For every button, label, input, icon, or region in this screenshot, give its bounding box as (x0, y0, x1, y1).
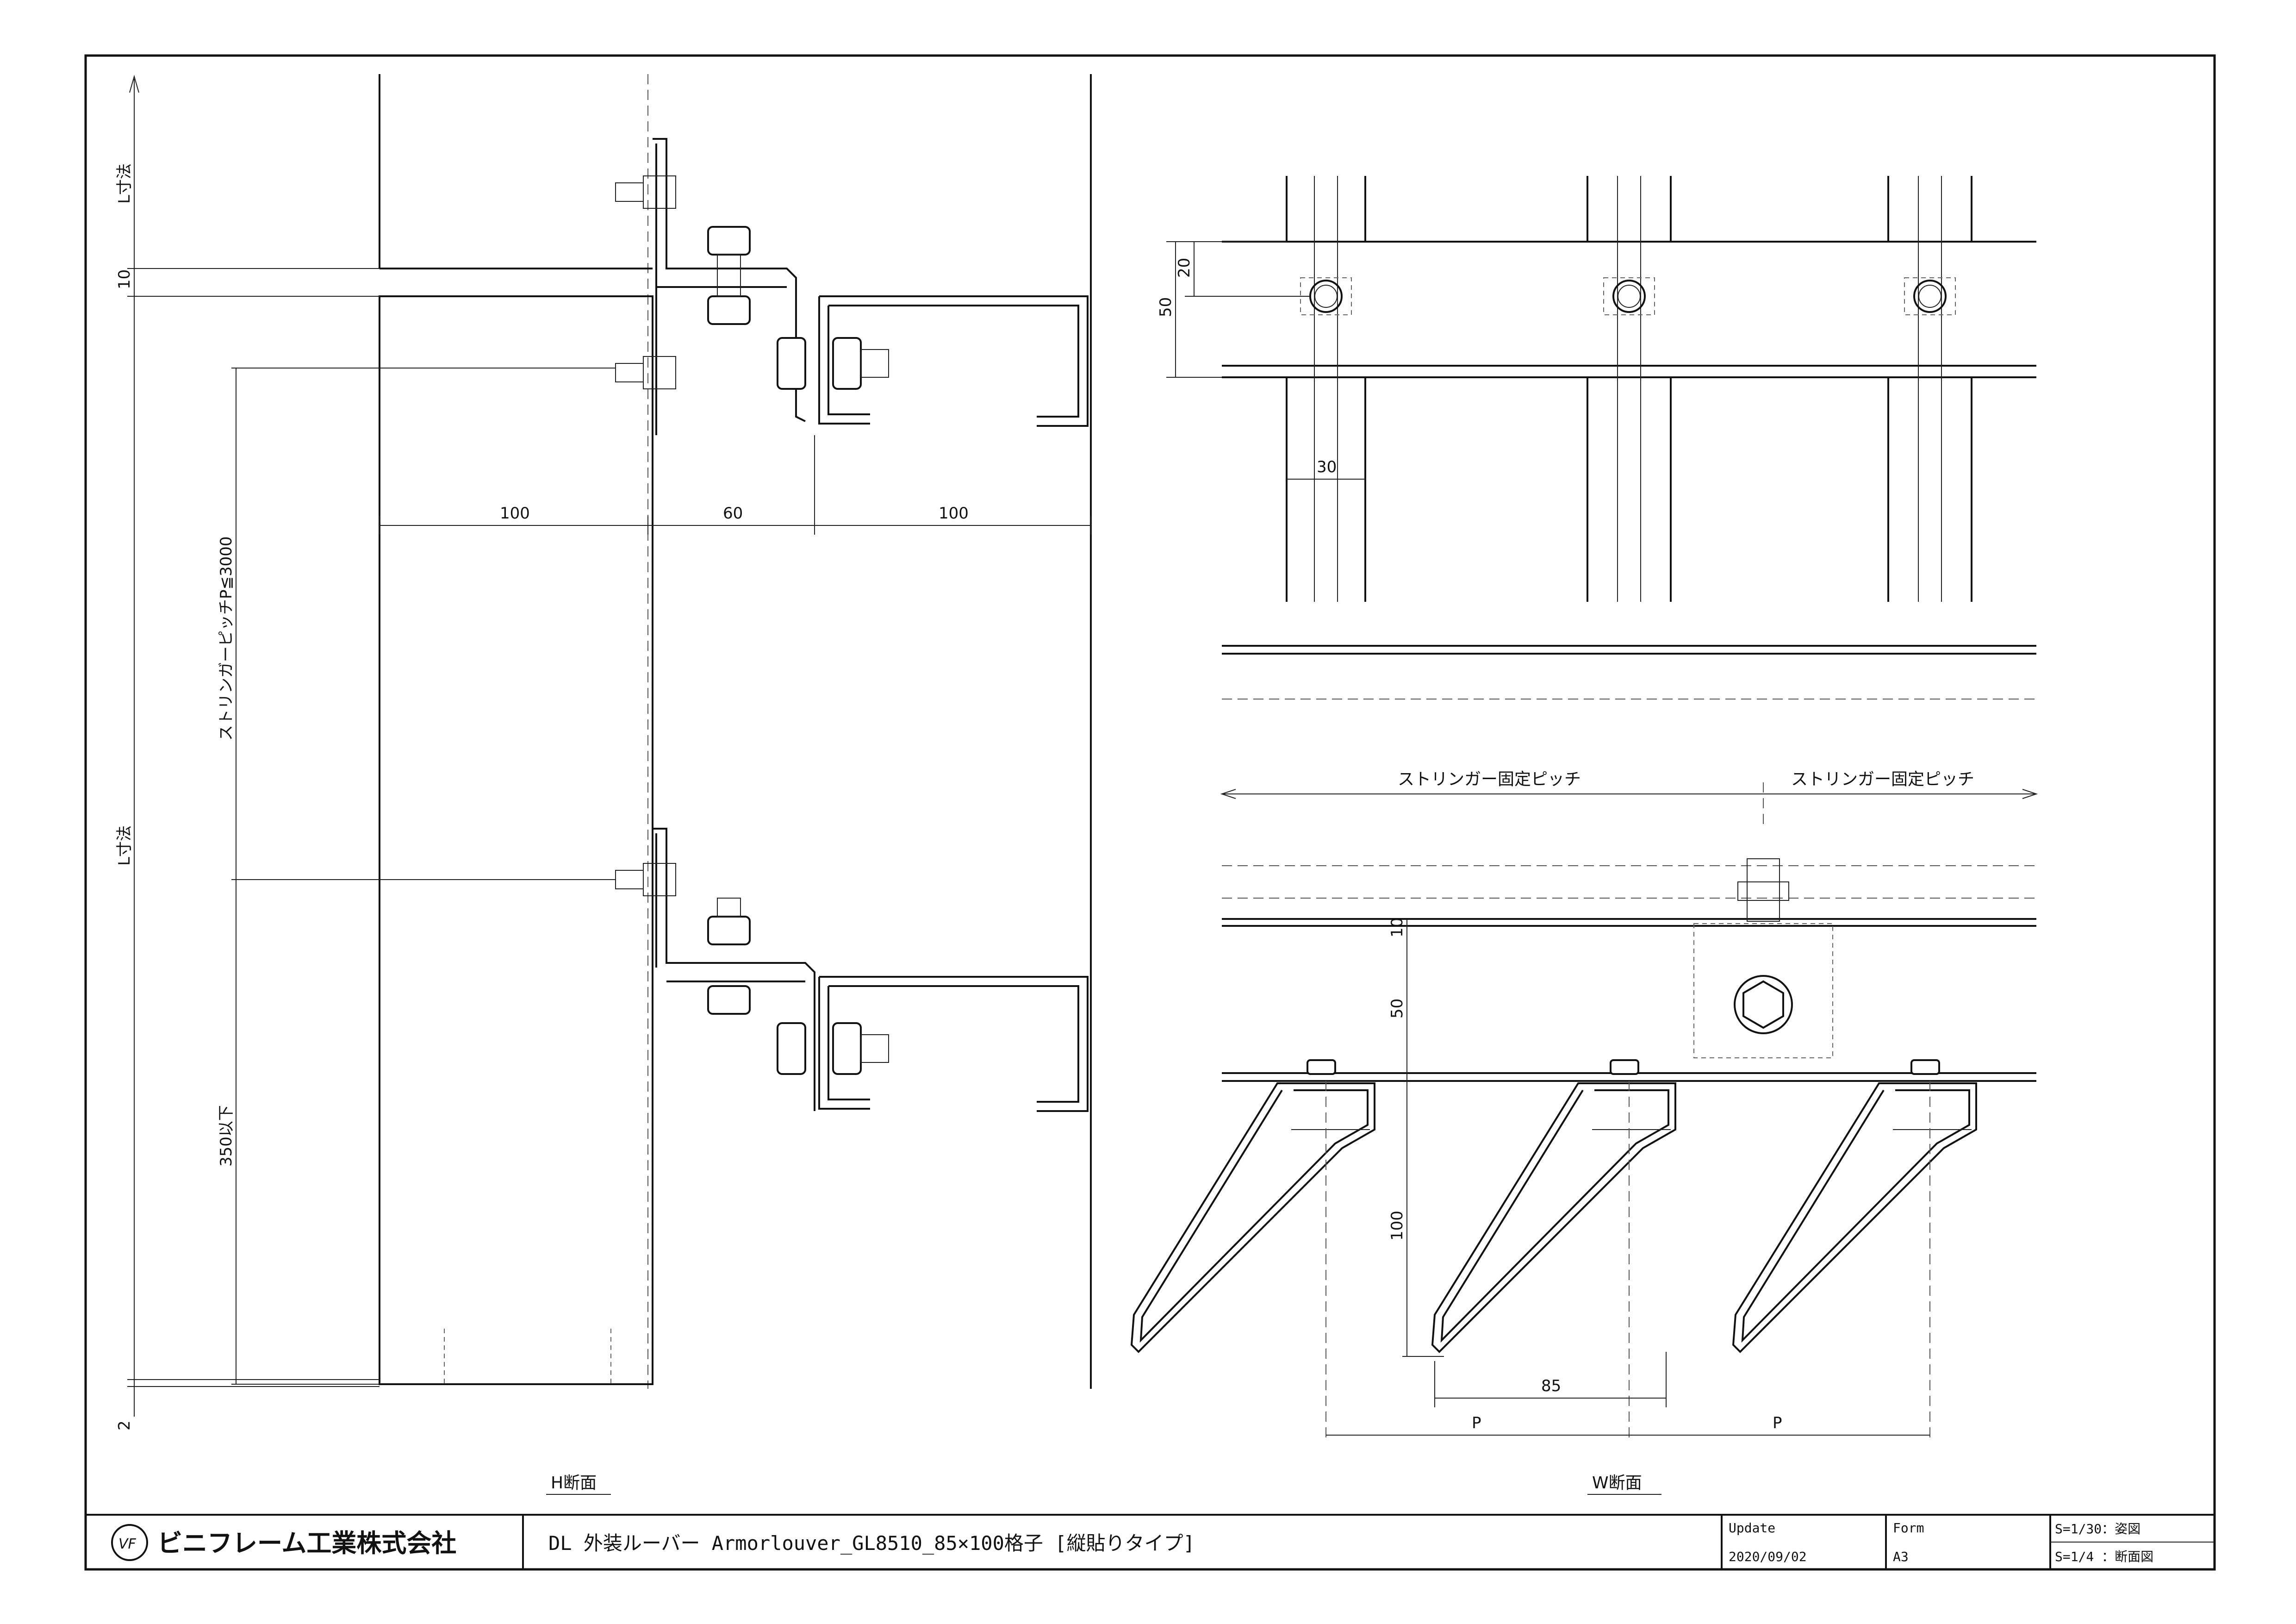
dim-w-50a: 50 (1157, 297, 1175, 317)
form-value: A3 (1893, 1549, 1909, 1564)
scale-posture: S=1/30：姿図 (2055, 1521, 2140, 1537)
dim-w-10: 10 (1388, 918, 1406, 937)
drawing-title: DL 外装ルーバー Armorlouver_GL8510_85×100格子 [縦… (548, 1532, 1195, 1555)
dim-h-l2: L寸法 (115, 825, 134, 866)
w-pitch-label-right: ストリンガー固定ピッチ (1791, 770, 1974, 789)
company-name: ビニフレーム工業株式会社 (157, 1529, 456, 1558)
dim-h-2: 2 (115, 1420, 134, 1430)
h-section-view: L寸法 10 ストリンガーピッチP≦3000 L寸法 350以下 2 100 6… (115, 74, 1092, 1495)
w-section-label: W断面 (1592, 1474, 1642, 1493)
louver-blade-1 (1130, 1059, 1375, 1440)
dim-w-30: 30 (1317, 458, 1337, 476)
dim-h-100b: 100 (939, 504, 969, 523)
h-section-label: H断面 (551, 1474, 597, 1493)
dim-w-100: 100 (1388, 1211, 1406, 1241)
drawing-frame (84, 54, 2216, 1571)
title-block: VF ビニフレーム工業株式会社 DL 外装ルーバー Armorlouver_GL… (111, 1515, 2215, 1569)
company-logo-icon (111, 1524, 148, 1561)
dim-h-10: 10 (115, 269, 134, 289)
dim-h-350: 350以下 (217, 1105, 236, 1167)
dim-h-l1: L寸法 (115, 163, 134, 204)
dim-w-85: 85 (1541, 1377, 1561, 1395)
dim-w-p2: P (1773, 1414, 1782, 1432)
louver-blade-2 (1431, 1059, 1676, 1440)
update-label: Update (1729, 1520, 1775, 1536)
w-section-louver-view: 10 50 100 85 P P ストリンガー固定ピッチ ストリンガー固定ピッチ… (1130, 645, 2038, 1495)
louver-blade-3 (1732, 1059, 1977, 1440)
dim-w-20: 20 (1175, 258, 1194, 278)
dim-h-pitch: ストリンガーピッチP≦3000 (217, 536, 236, 741)
upper-bracket-assembly (615, 138, 1089, 435)
company-logo-mark: VF (118, 1536, 137, 1552)
scale-section: S=1/4 ：断面図 (2055, 1549, 2153, 1564)
dim-h-60: 60 (723, 504, 743, 523)
w-pitch-label-left: ストリンガー固定ピッチ (1398, 770, 1581, 789)
update-value: 2020/09/02 (1729, 1549, 1807, 1564)
dim-h-100a: 100 (500, 504, 530, 523)
w-section-top-view: 20 50 30 (1157, 176, 2036, 602)
dim-w-p1: P (1472, 1414, 1481, 1432)
form-label: Form (1893, 1520, 1924, 1536)
lower-bracket-assembly (615, 828, 1089, 1112)
dim-w-50b: 50 (1388, 999, 1406, 1018)
